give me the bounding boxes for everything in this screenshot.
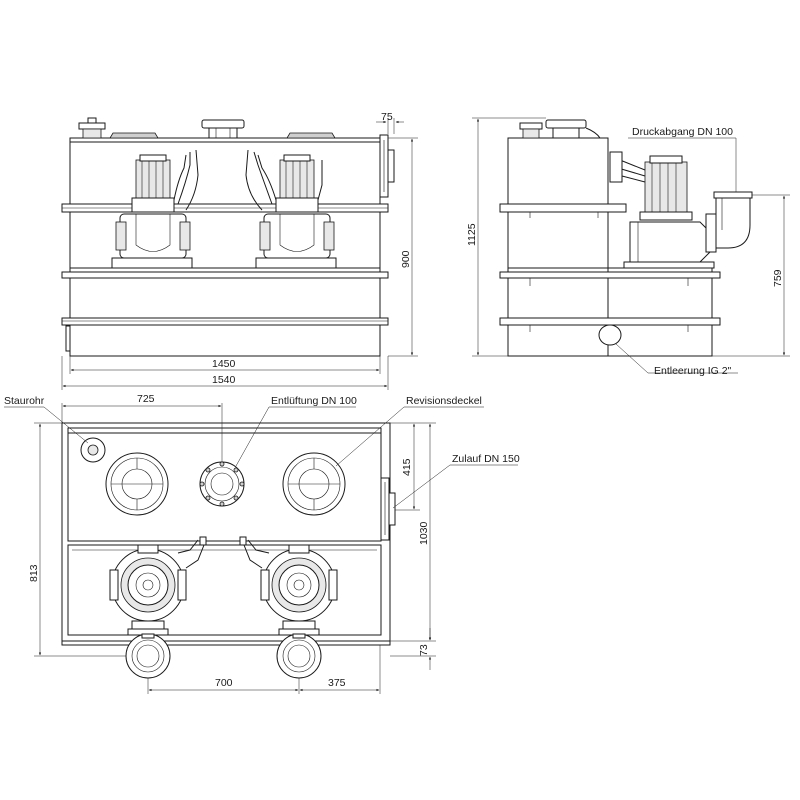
top-cover-1 [105, 452, 169, 516]
dim-375: 375 [328, 677, 346, 689]
dim-700: 700 [215, 677, 233, 689]
side-mid-flange [499, 271, 721, 279]
front-pump-1 [111, 149, 199, 269]
dim-900: 900 [400, 250, 412, 268]
front-lower-flange [61, 317, 389, 326]
label-zulauf: Zulauf DN 150 [452, 453, 520, 465]
side-discharge-elbow [705, 191, 753, 253]
top-cover-2 [282, 452, 346, 516]
top-pump-2 [239, 536, 338, 630]
side-pump [609, 151, 715, 269]
front-cover-1 [109, 132, 159, 139]
dim-73: 73 [418, 644, 430, 656]
dim-813: 813 [28, 564, 40, 582]
front-staurohr-cap [78, 117, 106, 139]
front-vent-pipe [201, 119, 245, 139]
dim-1450: 1450 [212, 358, 236, 370]
top-discharge-flange-1 [125, 628, 171, 679]
dim-1540: 1540 [212, 374, 236, 386]
front-pump-2 [245, 149, 337, 269]
top-discharge-flange-2 [276, 628, 322, 679]
dim-1030: 1030 [418, 521, 430, 545]
dim-759: 759 [772, 269, 784, 287]
top-pump-1 [109, 536, 207, 630]
dim-1125: 1125 [466, 223, 478, 246]
top-vent-flange [199, 461, 245, 507]
dim-415: 415 [401, 458, 413, 476]
side-top-fittings [519, 119, 601, 139]
side-lower-tank [507, 267, 713, 357]
front-view: 75 900 1450 1540 [61, 111, 418, 390]
top-inlet-flange [380, 477, 396, 541]
label-entlueftung: Entlüftung DN 100 [271, 395, 357, 407]
top-outer-outline [61, 422, 391, 646]
label-staurohr: Staurohr [4, 395, 45, 407]
top-lower-tank [67, 544, 382, 636]
front-inlet-flange [379, 134, 395, 198]
label-druckabgang: Druckabgang DN 100 [632, 126, 733, 138]
side-view: Entleerung IG 2" Druckabgang DN 100 1125… [466, 117, 790, 377]
label-entleerung: Entleerung IG 2" [654, 365, 732, 377]
side-lower-flange [499, 317, 721, 326]
dim-75: 75 [381, 111, 393, 123]
side-drain [598, 324, 622, 346]
side-upper-flange [499, 203, 627, 213]
label-revisionsdeckel: Revisionsdeckel [406, 395, 482, 407]
front-mid-flange [61, 271, 389, 279]
front-cover-2 [286, 132, 336, 139]
top-staurohr [80, 437, 106, 463]
top-view: Staurohr Entlüftung DN 100 Revisionsdeck… [4, 393, 520, 694]
dim-725: 725 [137, 393, 155, 405]
